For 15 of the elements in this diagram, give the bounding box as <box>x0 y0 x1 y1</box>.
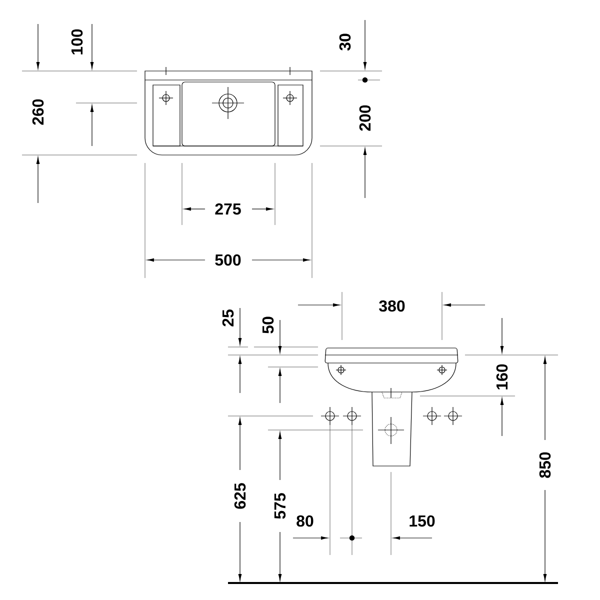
dimension-label: 275 <box>215 203 241 215</box>
dimension-label: 500 <box>215 254 241 266</box>
dimension-label: 850 <box>539 452 551 478</box>
dimension-label: 100 <box>71 29 83 54</box>
dimension-label: 625 <box>234 483 246 509</box>
dimension-label: 50 <box>262 316 274 334</box>
dimension-label: 25 <box>222 310 234 326</box>
dimension-label: 150 <box>410 515 435 527</box>
dimension-label: 260 <box>32 99 44 125</box>
dimension-label: 80 <box>296 515 314 527</box>
dimension-label: 160 <box>496 364 508 390</box>
dimension-label: 30 <box>339 34 351 51</box>
dimension-label: 200 <box>359 105 371 131</box>
dimension-label: 380 <box>379 300 405 312</box>
dimension-label: 575 <box>274 493 286 519</box>
